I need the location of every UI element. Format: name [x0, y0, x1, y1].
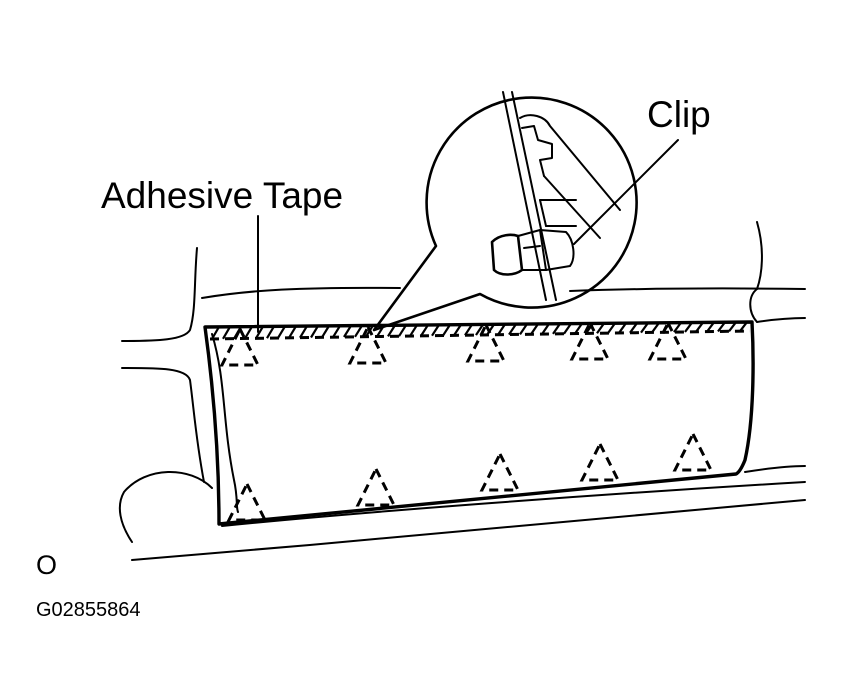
- hatch-stroke: [530, 323, 539, 335]
- clip-label: Clip: [647, 94, 711, 135]
- hatch-stroke: [607, 322, 616, 334]
- hatch-stroke: [684, 321, 693, 333]
- hatch-stroke: [387, 324, 396, 337]
- hatch-stroke: [332, 325, 341, 338]
- hatch-stroke: [464, 323, 473, 336]
- hatch-stroke: [739, 321, 748, 332]
- clip-location-marks: [219, 319, 714, 522]
- hatch-stroke: [629, 322, 638, 334]
- hatch-stroke: [574, 322, 583, 335]
- hatch-stroke: [277, 325, 286, 339]
- glass-line-outer: [502, 91, 547, 301]
- hatch-stroke: [519, 323, 528, 336]
- glass-line-inner: [511, 91, 557, 301]
- dashed-triangle-icon: [647, 319, 689, 361]
- left-lower-curve: [118, 471, 213, 543]
- hatch-stroke: [211, 326, 220, 340]
- detail-callout-bubble: [372, 96, 638, 332]
- dashed-triangle-icon: [465, 321, 507, 363]
- left-pillar-inner: [121, 367, 205, 483]
- trim-panel-outline: [203, 320, 755, 526]
- hatch-stroke: [695, 321, 704, 333]
- dashed-triangle-icon: [355, 465, 397, 507]
- clip-detail-drawing: [490, 91, 621, 301]
- hatch-stroke: [442, 324, 451, 337]
- hatch-stroke: [728, 321, 737, 332]
- hatch-stroke: [596, 322, 605, 334]
- belt-line-upper: [201, 286, 401, 299]
- dashed-triangle-icon: [579, 440, 621, 482]
- dashed-triangle-icon: [219, 325, 261, 367]
- right-end-bump: [749, 288, 758, 323]
- hatch-stroke: [651, 322, 660, 334]
- hatch-stroke: [299, 325, 308, 339]
- hatch-stroke: [673, 321, 682, 333]
- dashed-triangle-icon: [569, 319, 611, 361]
- hatch-stroke: [420, 324, 429, 337]
- hatch-stroke: [310, 325, 319, 339]
- trim-wall-left: [539, 199, 547, 227]
- hatch-stroke: [541, 323, 550, 335]
- dashed-triangle-icon: [672, 430, 714, 472]
- adhesive-tape-label: Adhesive Tape: [101, 175, 343, 216]
- hatch-stroke: [222, 326, 231, 340]
- right-pillar: [756, 221, 763, 290]
- body-contour-lines: [118, 221, 806, 561]
- left-pillar-outline: [121, 247, 198, 342]
- hatch-stroke: [563, 323, 572, 335]
- hatch-stroke: [552, 323, 561, 335]
- leader-lines: [257, 139, 679, 333]
- hatch-stroke: [706, 321, 715, 333]
- hatch-stroke: [453, 324, 462, 336]
- sill-line-upper: [744, 465, 806, 473]
- hatch-stroke: [497, 323, 506, 336]
- hatch-stroke: [288, 325, 297, 339]
- adhesive-tape-strip: [209, 321, 751, 341]
- right-end-top: [756, 317, 806, 323]
- clip-stem: [523, 245, 541, 249]
- clip-collar: [539, 229, 547, 271]
- clip-head: [490, 233, 524, 276]
- trim-panel: [203, 320, 755, 526]
- dashed-triangle-icon: [226, 480, 268, 522]
- detail-callout: [372, 91, 638, 332]
- retainer-arm: [543, 175, 601, 239]
- view-marker-label: O: [36, 550, 57, 580]
- dashed-triangle-icon: [479, 450, 521, 492]
- sill-line-bottom: [131, 499, 806, 561]
- hatch-stroke: [640, 322, 649, 334]
- dashed-triangle-icon: [347, 323, 389, 365]
- clip-shaft: [517, 229, 575, 271]
- hatch-stroke: [343, 325, 352, 338]
- hatch-stroke: [508, 323, 517, 336]
- hatch-stroke: [244, 326, 253, 340]
- hatch-stroke: [398, 324, 407, 337]
- hatch-stroke: [717, 321, 726, 333]
- hatch-stroke: [486, 323, 495, 336]
- sill-line-lower: [221, 481, 806, 527]
- figure-code-label: G02855864: [36, 599, 141, 621]
- clip-leader-line: [573, 139, 679, 245]
- hatch-stroke: [475, 323, 484, 336]
- belt-line-upper-right: [569, 287, 806, 292]
- hatch-stroke: [321, 325, 330, 338]
- hatch-stroke: [618, 322, 627, 334]
- weatherstrip-upper: [521, 125, 553, 177]
- hatch-stroke: [431, 324, 440, 337]
- hatch-stroke: [354, 324, 363, 338]
- hatch-stroke: [266, 325, 275, 339]
- hatch-stroke: [409, 324, 418, 337]
- adhesive-tape-hatching: [211, 321, 748, 340]
- hatch-stroke: [255, 325, 264, 339]
- weatherstrip-lip: [519, 114, 621, 211]
